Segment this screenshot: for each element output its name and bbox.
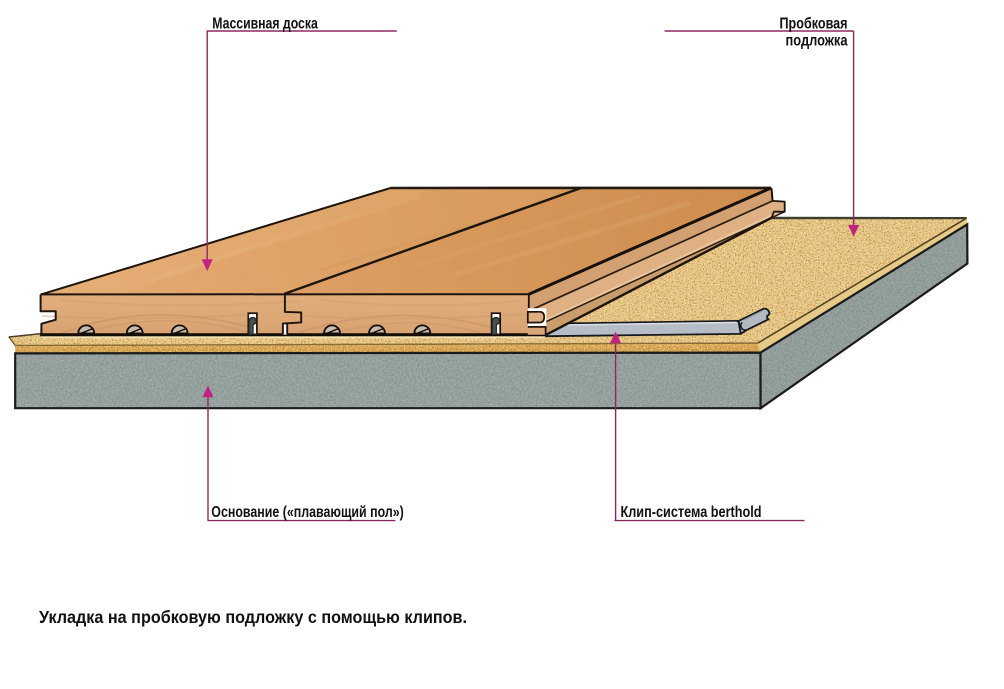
svg-text:подложка: подложка bbox=[786, 33, 848, 50]
svg-text:Клип-система berthold: Клип-система berthold bbox=[621, 504, 762, 521]
svg-text:Основание («плавающий пол»): Основание («плавающий пол») bbox=[211, 504, 403, 521]
svg-text:Пробковая: Пробковая bbox=[780, 16, 848, 33]
svg-text:Массивная доска: Массивная доска bbox=[212, 16, 318, 33]
svg-text:Укладка на пробковую подложку: Укладка на пробковую подложку с помощью … bbox=[39, 607, 467, 627]
